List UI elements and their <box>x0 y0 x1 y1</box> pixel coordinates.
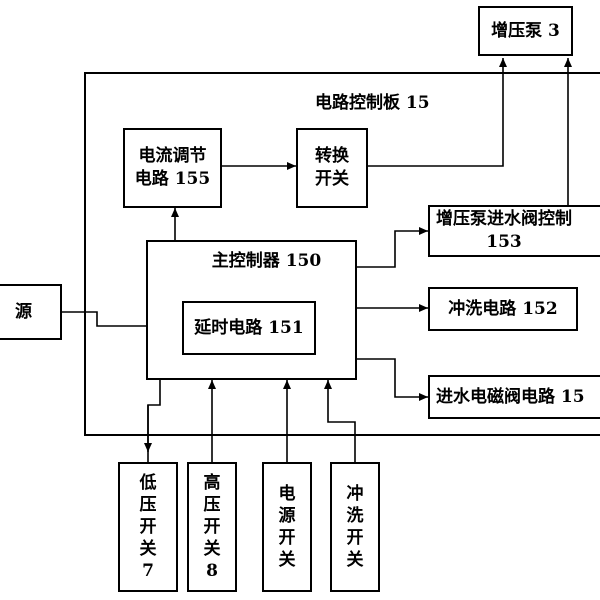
flush-switch-char-3: 开 <box>346 528 364 548</box>
circuit-board-label: 电路控制板 15 <box>315 93 430 113</box>
flush-switch-char-2: 洗 <box>346 505 364 526</box>
booster-pump-box: 增压泵 3 <box>478 6 573 56</box>
flush-switch-char-1: 冲 <box>346 483 364 504</box>
circuit-board-frame <box>84 72 600 436</box>
high-pressure-switch-char-3: 开 <box>203 516 221 537</box>
low-pressure-switch-box: 低 压 开 关 7 <box>118 462 178 592</box>
low-pressure-switch-char-1: 低 <box>139 472 157 493</box>
flush-switch-char-4: 关 <box>346 550 364 571</box>
high-pressure-switch-char-4: 关 <box>203 539 221 560</box>
power-switch-box: 电 源 开 关 <box>262 462 312 592</box>
wire-main-to-valvecontrol <box>357 227 428 268</box>
inlet-valve-circuit-box: 进水电磁阀电路 15 <box>428 375 600 419</box>
low-pressure-switch-char-3: 开 <box>139 516 157 537</box>
booster-valve-control-box: 增压泵进水阀控制 153 <box>428 205 600 257</box>
high-pressure-switch-number: 8 <box>206 561 218 582</box>
low-pressure-switch-char-4: 关 <box>139 539 157 560</box>
power-switch-char-2: 源 <box>278 505 296 526</box>
wire-flush-switch <box>324 380 356 462</box>
wire-main-to-inlet <box>357 358 428 401</box>
high-pressure-switch-char-1: 高 <box>203 472 221 493</box>
flush-switch-box: 冲 洗 开 关 <box>330 462 380 592</box>
low-pressure-switch-char-2: 压 <box>139 494 157 515</box>
high-pressure-switch-char-2: 压 <box>203 494 221 515</box>
delay-circuit-box: 延时电路 151 <box>182 301 316 355</box>
power-switch-char-4: 关 <box>278 550 296 571</box>
current-regulator-box: 电流调节 电路 155 <box>123 128 222 208</box>
high-pressure-switch-box: 高 压 开 关 8 <box>187 462 237 592</box>
power-source-box: 源 <box>0 284 62 340</box>
power-switch-char-1: 电 <box>278 483 296 504</box>
power-switch-char-3: 开 <box>278 528 296 548</box>
wire-switch-to-pump <box>368 58 507 167</box>
main-controller-label: 主控制器 150 <box>211 251 322 271</box>
wire-power-to-delay <box>62 311 182 330</box>
flush-circuit-box: 冲洗电路 152 <box>428 287 578 331</box>
low-pressure-switch-number: 7 <box>142 561 154 582</box>
switchover-box: 转换 开关 <box>296 128 368 208</box>
